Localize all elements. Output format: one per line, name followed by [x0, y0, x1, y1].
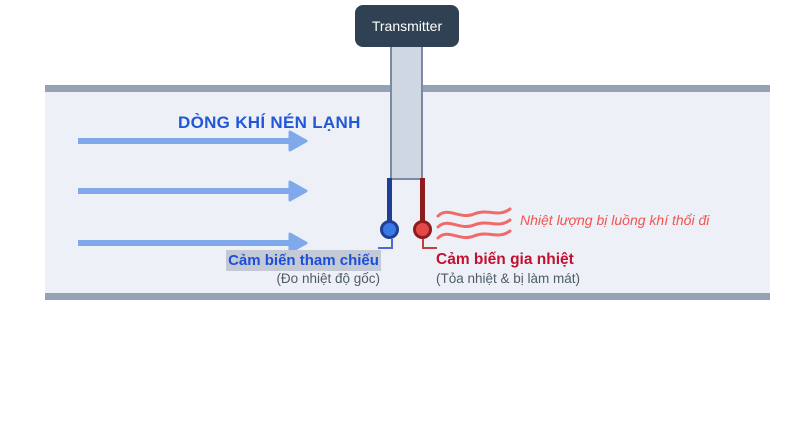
heat-loss-note: Nhiệt lượng bị luồng khí thổi đi: [520, 212, 710, 228]
reference-leader-line: [378, 247, 393, 249]
probe-stem: [390, 44, 423, 180]
duct-wall-bottom: [45, 293, 770, 300]
heated-sensor-caption: (Tỏa nhiệt & bị làm mát): [436, 271, 581, 286]
flow-arrow-icon: [78, 232, 308, 254]
flow-heading: DÒNG KHÍ NÉN LẠNH: [178, 113, 361, 132]
heated-sensor-dot-icon: [413, 220, 432, 239]
flow-arrow-icon: [78, 130, 308, 152]
heated-leader-line: [422, 247, 437, 249]
reference-sensor-dot-icon: [380, 220, 399, 239]
transmitter-label: Transmitter: [371, 18, 443, 34]
heated-sensor-label: Cảm biến gia nhiệt: [436, 251, 574, 268]
heat-waves-icon: [436, 207, 512, 240]
heated-sensor-prong: [420, 178, 425, 222]
heated-leader-line: [422, 239, 424, 249]
reference-sensor-prong: [387, 178, 392, 222]
transmitter-box: Transmitter: [355, 5, 459, 47]
reference-sensor-label: Cảm biến tham chiếu: [226, 250, 381, 271]
reference-sensor-caption: (Đo nhiệt độ gốc): [276, 271, 380, 286]
reference-leader-line: [391, 239, 393, 249]
flow-arrow-icon: [78, 180, 308, 202]
